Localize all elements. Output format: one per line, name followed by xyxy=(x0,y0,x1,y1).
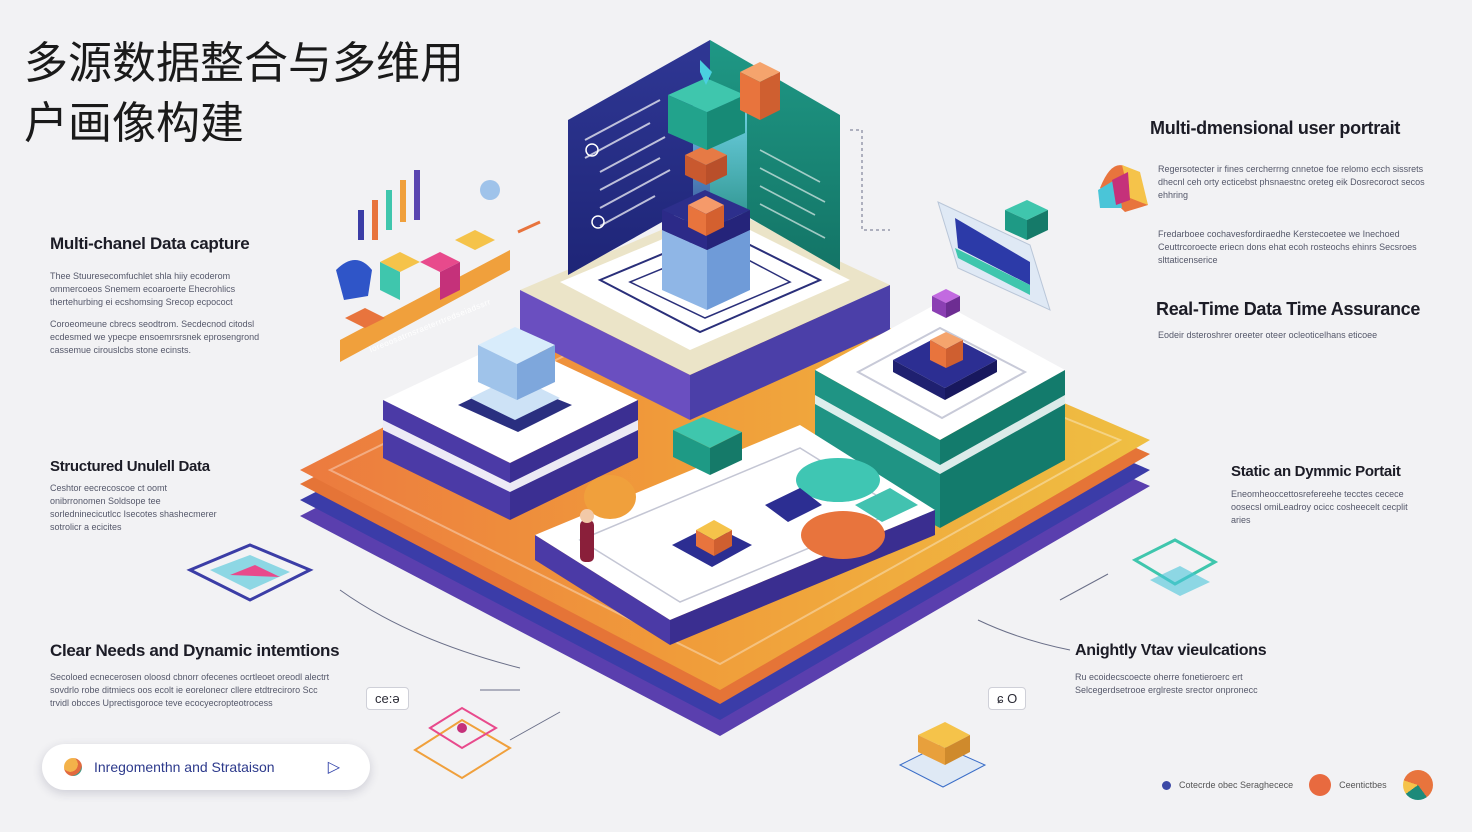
paragraph: Eodeir dsteroshrer oreeter oteer ocleoti… xyxy=(1158,330,1378,340)
right-module-block xyxy=(815,289,1065,528)
section-text-structured: Ceshtor eecrecoscoe ct oomt onibrronomen… xyxy=(50,482,225,543)
section-title-structured: Structured Unulell Data xyxy=(50,458,210,475)
paragraph: Regersotecter ir fines cercherrng cnneto… xyxy=(1158,164,1425,200)
pie-icon xyxy=(1402,770,1433,800)
paragraph: Thee Stuuresecomfuchlet shla hiiy ecoder… xyxy=(50,271,236,307)
code-chip-left: ce:ə xyxy=(366,687,409,710)
paragraph: Fredarboee cochavesfordiraedhe Kerstecoe… xyxy=(1158,229,1417,265)
legend-label: Ceentictbes xyxy=(1339,780,1387,790)
paragraph: Coroeomeune cbrecs seodtrom. Secdecnod c… xyxy=(50,319,260,355)
paragraph: Ceshtor eecrecoscoe ct oomt onibrronomen… xyxy=(50,483,217,532)
section-title-realtime: Real-Time Data Time Assurance xyxy=(1156,299,1421,319)
legend-label: Cotecrde obec Seraghecece xyxy=(1179,780,1294,790)
legend-dot xyxy=(1309,774,1332,796)
paragraph: Eneomheoccettosrefereehe tecctes cecece … xyxy=(1231,489,1408,525)
legend: Cotecrde obec Seraghecece Ceentictbes xyxy=(1162,770,1433,800)
section-text-clear-needs: Secoloed ecnecerosen oloosd cbnorr ofece… xyxy=(50,671,335,719)
integration-icon xyxy=(64,758,82,776)
connector-lines xyxy=(339,129,1109,741)
left-module-block xyxy=(383,327,638,520)
central-data-tower xyxy=(662,60,780,310)
front-dashboard-board xyxy=(535,425,935,645)
integration-button-label: Inregomenthn and Strataison xyxy=(94,759,275,775)
play-icon: ▷ xyxy=(327,759,340,776)
paragraph: Secoloed ecnecerosen oloosd cbnorr ofece… xyxy=(50,672,330,708)
connector-cube xyxy=(673,417,742,475)
section-text-static-dynamic: Eneomheoccettosrefereehe tecctes cecece … xyxy=(1231,488,1421,536)
section-title-clear-needs: Clear Needs and Dynamic intemtions xyxy=(50,641,340,660)
integration-strategy-button[interactable]: Inregomenthn and Strataison ▷ xyxy=(42,744,370,790)
left-chart-decoration xyxy=(336,170,541,362)
section-title-anightly: Anightly Vtav vieulcations xyxy=(1075,642,1267,659)
section-text-realtime: Eodeir dsteroshrer oreeter oteer ocleoti… xyxy=(1158,329,1428,351)
paragraph: Ru ecoidecscoecte oherre fonetieroerc er… xyxy=(1075,672,1258,695)
section-title-multi-dimensional: Multi-dmensional user portrait xyxy=(1150,118,1401,138)
bottom-left-network-icon xyxy=(186,543,512,780)
page-title: 多源数据整合与多维用户画像构建 xyxy=(24,38,464,149)
bottom-right-device-icon xyxy=(898,538,1219,788)
legend-dot xyxy=(1162,780,1171,790)
section-text-multi-channel: Thee Stuuresecomfuchlet shla hiiy ecoder… xyxy=(50,270,280,366)
section-title-multi-channel: Multi-chanel Data capture xyxy=(50,234,250,253)
right-chart-decoration xyxy=(937,165,1148,311)
section-title-static-dynamic: Static an Dymmic Portait xyxy=(1231,463,1401,480)
section-text-multi-dimensional: Regersotecter ir fines cercherrng cnneto… xyxy=(1158,163,1426,276)
code-chip-right: ɕ O xyxy=(988,687,1027,710)
section-text-anightly: Ru ecoidecscoecte oherre fonetieroerc er… xyxy=(1075,671,1275,706)
